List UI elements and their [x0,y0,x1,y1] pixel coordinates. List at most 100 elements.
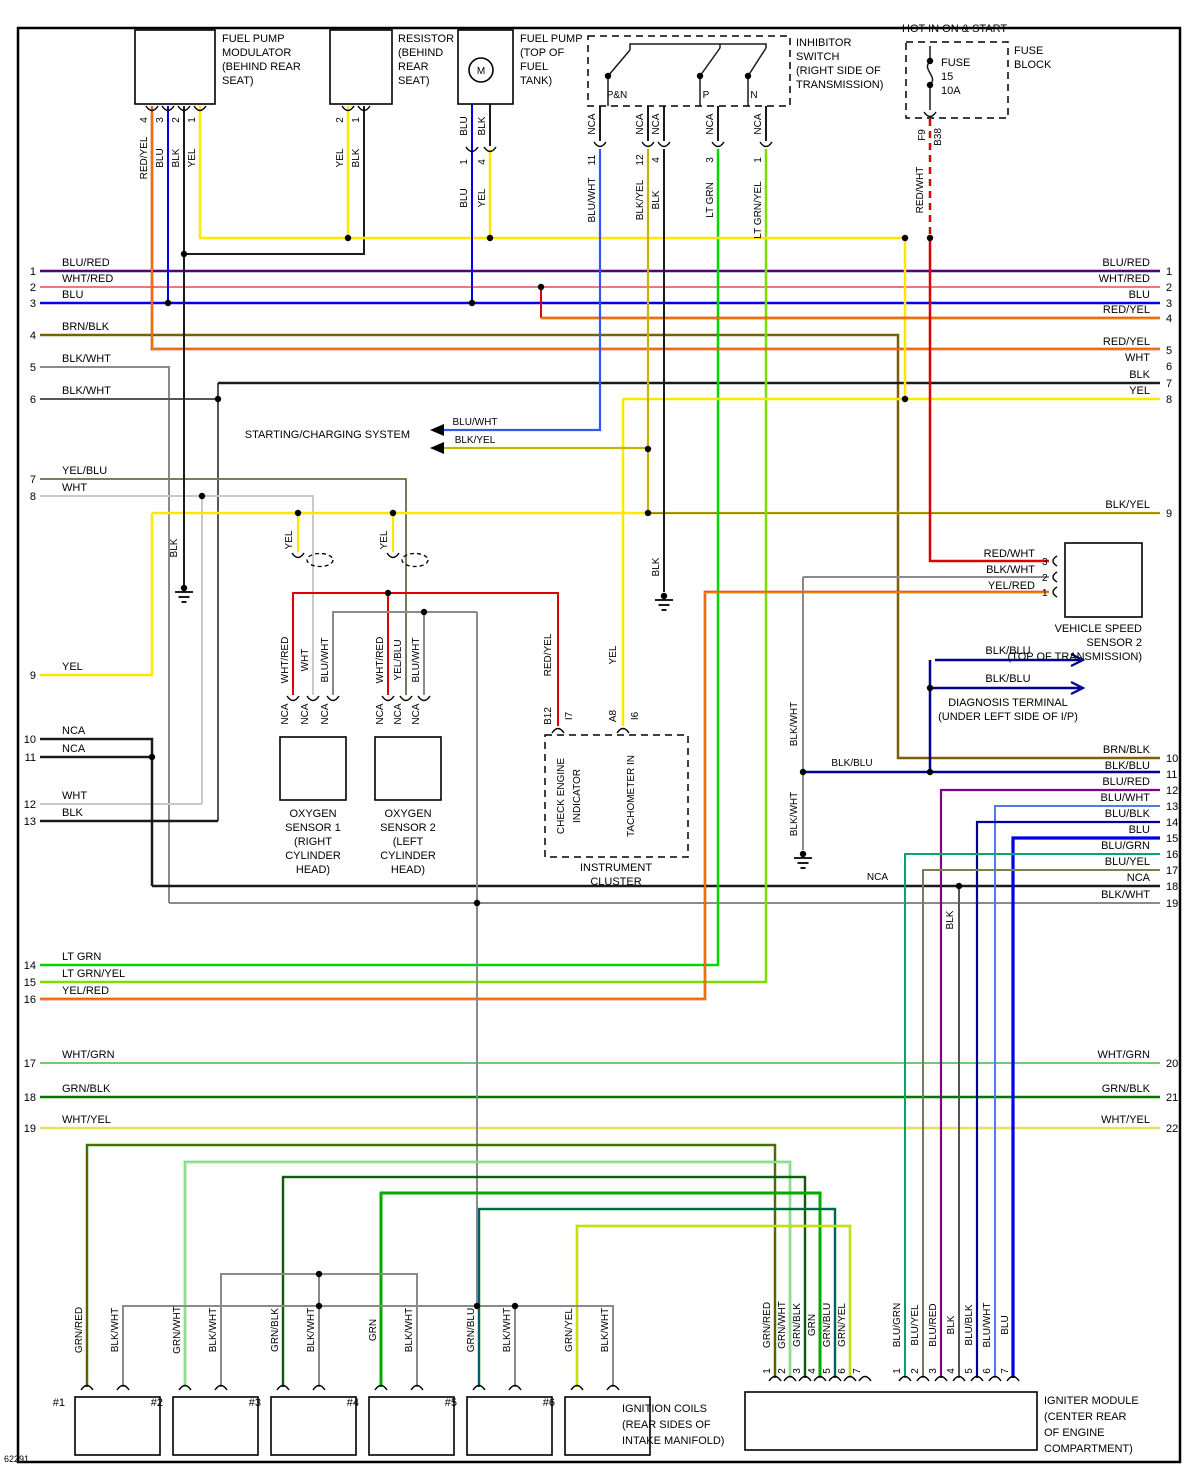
n-label: 3 [30,298,36,310]
2-label: A8 [608,709,619,722]
n-label: 4 [1166,313,1172,325]
3-label: CYLINDER [285,850,341,862]
label-label: BLK [62,807,83,819]
n-label: 3 [1166,298,1172,310]
wire [747,47,767,77]
wire_a-label: GRN/YEL [564,1308,575,1352]
1-label: 1 [351,117,362,123]
connector-arc [616,727,630,734]
1-label: P [703,90,710,101]
n-label: 15 [24,977,36,989]
label-label: NCA [62,725,86,737]
blkwht_upper-label: BLK/WHT [789,702,800,746]
connector-arc [916,1375,930,1382]
label-label: GRN/BLK [62,1083,111,1095]
n-label: 3 [928,1368,939,1374]
coil-4-box [368,1396,455,1456]
0-label: WHT/RED [375,637,386,684]
wire-label: GRN/BLK [792,1303,803,1347]
igniter-module-box [744,1391,1038,1451]
n-label: 21 [1166,1092,1178,1104]
connector-arc [116,1384,130,1391]
label-label: LT GRN/YEL [62,968,125,980]
1-label: BLK [477,116,488,135]
wire-label: BLU [1000,1315,1011,1334]
n-label: 5 [822,1368,833,1374]
tachometer-label: TACHOMETER IN [626,755,637,837]
coil-6-box [564,1396,651,1456]
2-label: INTAKE MANIFOLD) [622,1435,724,1447]
connector-arc [934,1375,948,1382]
2-label: (RIGHT [294,836,332,848]
n-label: 16 [24,994,36,1006]
n-label: 22 [1166,1123,1178,1135]
coil-1-box [74,1396,161,1456]
wire [40,513,154,677]
connector-arc [606,1384,620,1391]
vehicle-speed-sensor-box [1064,542,1143,618]
coil-5-box [466,1396,553,1456]
1-label: WHT [300,649,311,672]
n-label: 9 [1166,508,1172,520]
id-label: #5 [445,1397,457,1409]
1-label: SENSOR 2 [380,822,436,834]
label-label: WHT [62,482,87,494]
0-label: IGNITER MODULE [1044,1395,1139,1407]
fuel-pump-modulator-box [134,29,216,105]
connector-arc [711,141,725,148]
wire [699,47,721,77]
n-label: 6 [30,394,36,406]
0-label: BLU [459,116,470,135]
connector-arc [828,1375,842,1382]
wire [575,1224,852,1387]
3-label: SEAT) [398,75,430,87]
label-label: BLU/BLK [1105,808,1151,820]
junction-dot [486,234,494,242]
1-label: 4 [477,159,488,165]
2-label: NCA [411,703,422,724]
junction-dot [926,81,934,89]
0-label: VEHICLE SPEED [1055,623,1142,635]
wire-stripe [576,1225,851,1387]
n-label: 1 [762,1368,773,1374]
wire_a-label: GRN/WHT [172,1306,183,1354]
label-label: WHT/YEL [1101,1114,1150,1126]
n-label: 14 [1166,817,1178,829]
n-label: 10 [24,734,36,746]
0-label: INSTRUMENT [580,862,652,874]
wire [607,49,631,77]
title-label: HOT IN ON & START [902,23,1007,35]
1-label: BLK/YEL [455,435,496,446]
4-label: HEAD) [296,864,330,876]
n-label: 7 [852,1368,863,1374]
wire-label: RED/WHT [915,167,926,214]
connector-arc [783,1375,797,1382]
connector-arc [483,146,497,153]
connector-arc [312,1384,326,1391]
2-label: NCA [320,703,331,724]
wire-stripe [40,591,1049,1000]
2-label: BLK [651,190,662,209]
n-label: 18 [1166,881,1178,893]
junction-dot [901,234,909,242]
yel1-label: YEL [284,530,295,549]
junction-dot [537,283,545,291]
nca-label: NCA [867,872,888,883]
1-label: BLK [351,148,362,167]
arrow-right-icon [1070,653,1086,667]
connector-arc [923,111,937,118]
2-label: FUEL [520,61,548,73]
1-label: 15 [941,71,953,83]
n-label: 6 [837,1368,848,1374]
n-label: 11 [1166,769,1177,781]
n-label: 19 [24,1123,36,1135]
3-label: CYLINDER [380,850,436,862]
wire [40,149,768,984]
label-label: WHT [1125,352,1150,364]
1-label: NCA [393,703,404,724]
0-label: FUSE [941,57,970,69]
wire [629,43,767,50]
n-label: 20 [1166,1058,1178,1070]
connector-arc [472,1384,486,1391]
